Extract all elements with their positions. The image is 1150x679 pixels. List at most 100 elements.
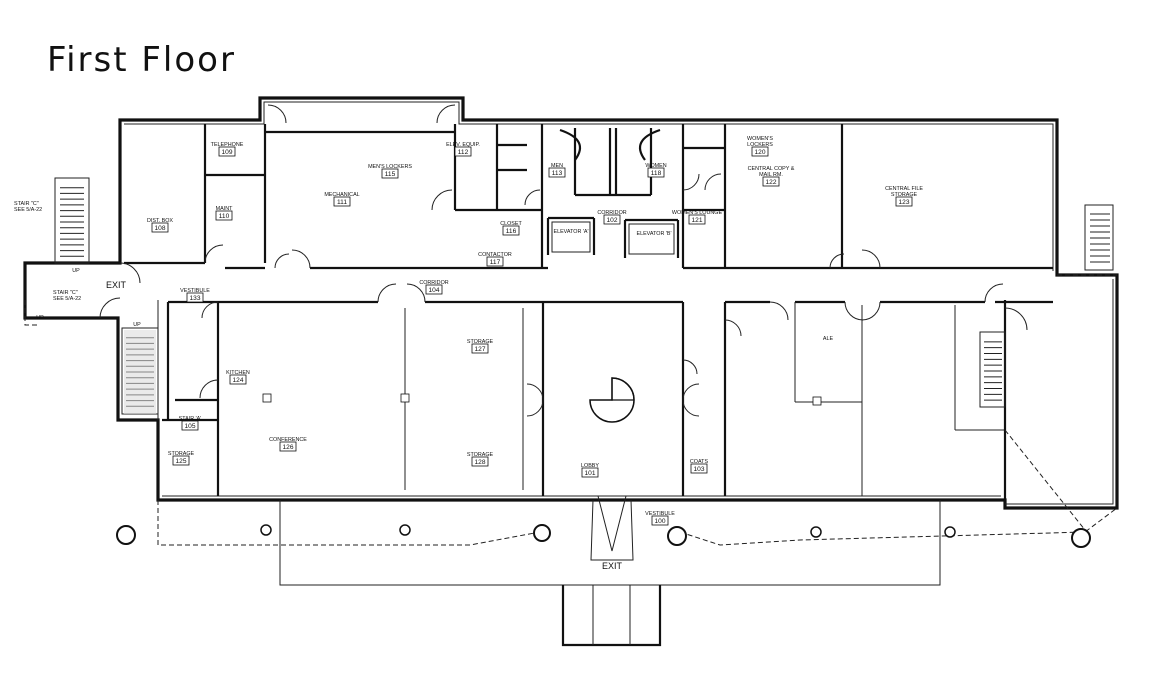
room-name: LOCKERS [747,142,773,148]
north-interior-walls [124,124,1053,270]
room-number: 122 [765,179,776,186]
stair-c-lower-ref: STAIR "C"SEE 5/A-22 [53,290,81,302]
room-name: CONTACTOR [478,252,512,258]
room-number-box [690,463,708,474]
room-name: CORRIDOR [597,210,626,216]
room-number-box [151,222,169,233]
room-number: 111 [337,199,347,206]
room-name: STAIR 'A' [179,416,202,422]
room-number: 110 [219,213,230,220]
room-number: 120 [754,149,765,156]
room-name: STORAGE [891,192,918,198]
room-number: 112 [458,149,469,156]
room-number-box [502,225,520,236]
room-number: 108 [154,225,165,232]
room-name: MAIL RM. [759,172,783,178]
room-number: 126 [282,444,293,451]
room-number: 127 [474,346,485,353]
room-105: STAIR 'A'105 [179,416,202,431]
room-number-box [762,176,780,187]
room-name: KITCHEN [226,370,250,376]
stair-ref-line: STAIR "C" [53,290,78,296]
room-name: MEN'S LOCKERS [368,164,412,170]
room-number-box [471,343,489,354]
room-name: DIST. BOX [147,218,173,224]
room-name: TELEPHONE [211,142,244,148]
exit-south-label: EXIT [602,561,623,571]
room-number-box [895,196,913,207]
room-number: 124 [232,377,243,384]
room-number-box [603,214,621,225]
room-number: 101 [584,470,595,477]
door-swings [99,104,1028,561]
room-name: CORRIDOR [419,280,448,286]
room-number: 118 [651,170,662,177]
up-1-label: UP [72,268,80,274]
stair-ref-line: SEE 5/A-22 [53,296,81,302]
room-number: 123 [898,199,909,206]
stair-ref-line: STAIR "C" [14,201,39,207]
room-number-box [471,456,489,467]
room-number-box [229,374,247,385]
up-3-label: UP [36,315,44,321]
room-number-box [172,455,190,466]
room-name: WOMEN'S [747,136,773,142]
room-number-box [581,467,599,478]
page-title: First Floor [47,40,236,80]
room-number: 104 [428,287,439,294]
room-name: CENTRAL COPY & [748,166,795,172]
room-name: LOBBY [581,463,599,469]
room-name: CLOSET [500,221,522,227]
room-name: STORAGE [467,452,494,458]
elev-b-label: ELEVATOR 'B' [636,231,671,237]
room-name: ELEV. EQUIP. [446,142,480,148]
room-name: WOMEN [645,163,666,169]
front-porch [24,274,1118,647]
room-number-box [425,284,443,295]
room-number-box [215,210,233,221]
room-number: 133 [189,295,200,302]
room-122: CENTRAL COPY &MAIL RM.122 [748,166,795,187]
elev-a-label: ELEVATOR 'A' [553,229,588,235]
room-labels: DIST. BOX108TELEPHONE109MAINT110MECHANIC… [147,136,923,526]
room-name: CONFERENCE [269,437,307,443]
stairs [54,177,1114,415]
room-number: 102 [606,217,617,224]
room-name: STORAGE [467,339,494,345]
room-number-box [454,146,472,157]
room-number: 113 [552,170,563,177]
room-number-box [218,146,236,157]
room-number-box [186,292,204,303]
room-number-box [333,196,351,207]
room-number: 116 [506,228,517,235]
room-number: 125 [175,458,186,465]
area-label-ale: ALE [823,336,834,342]
stair-c-left-ref: STAIR "C"SEE 5/A-22 [14,201,42,213]
exit-west-label: EXIT [106,280,127,290]
room-name: STORAGE [168,451,195,457]
room-number-box [688,214,706,225]
columns [116,393,1091,548]
room-number: 105 [184,423,195,430]
room-number: 100 [654,518,665,525]
room-number: 117 [490,259,501,266]
room-number-box [279,441,297,452]
stair-ref-line: SEE 5/A-22 [14,207,42,213]
